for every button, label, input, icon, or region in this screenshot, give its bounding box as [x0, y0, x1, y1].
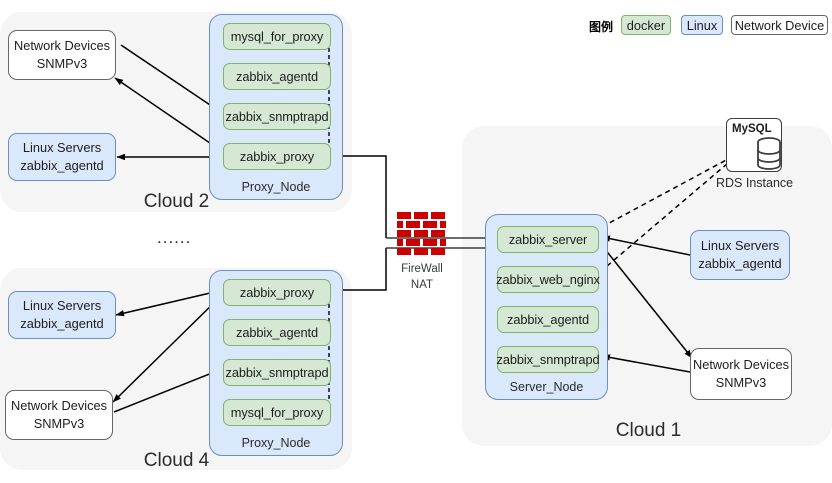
firewall-label: FireWall NAT — [362, 262, 482, 293]
endpoint-line1: Linux Servers — [22, 139, 102, 155]
firewall-label-line2: NAT — [410, 278, 434, 291]
cloud2-service-mysql-for-proxy[interactable]: mysql_for_proxy — [223, 23, 331, 50]
cloud1-service-zabbix-web-nginx[interactable]: zabbix_web_nginx — [496, 266, 600, 293]
cloud1-service-zabbix-server[interactable]: zabbix_server — [497, 226, 599, 253]
rds-instance-caption: RDS Instance — [716, 176, 794, 190]
endpoint-line2: SNMPv3 — [715, 375, 767, 390]
legend-title: 图例 — [589, 20, 614, 34]
cloud2-service-zabbix-snmptrapd[interactable]: zabbix_snmptrapd — [223, 103, 331, 130]
rds-title: MySQL — [732, 123, 772, 135]
endpoint-line2: zabbix_agentd — [698, 256, 782, 271]
legend-chip-docker[interactable]: docker — [621, 15, 671, 35]
cloud4-service-zabbix-proxy[interactable]: zabbix_proxy — [223, 279, 331, 306]
cloud4-proxy-node[interactable]: zabbix_proxy zabbix_agentd zabbix_snmptr… — [209, 270, 343, 456]
firewall-node[interactable] — [396, 211, 448, 259]
cloud2-service-zabbix-agentd[interactable]: zabbix_agentd — [223, 63, 331, 90]
firewall-label-line1: FireWall — [401, 263, 443, 275]
cloud1-service-zabbix-snmptrapd[interactable]: zabbix_snmptrapd — [497, 346, 600, 373]
endpoint-line1: Network Devices — [13, 37, 110, 53]
legend-chip-network-device[interactable]: Network Device — [731, 15, 828, 35]
cloud4-service-zabbix-snmptrapd[interactable]: zabbix_snmptrapd — [223, 359, 331, 386]
cloud2-label: Cloud 2 — [143, 191, 210, 212]
cloud4-proxy-node-label: Proxy_Node — [241, 436, 311, 450]
endpoint-line2: zabbix_agentd — [20, 316, 104, 331]
cloud2-proxy-node[interactable]: mysql_for_proxy zabbix_agentd zabbix_snm… — [209, 14, 343, 200]
database-cylinder-icon — [757, 137, 781, 170]
cloud1-server-node-label: Server_Node — [509, 380, 584, 394]
brick-wall-icon — [397, 212, 446, 255]
cloud4-endpoint-linux-servers[interactable]: Linux Servers zabbix_agentd — [8, 291, 116, 339]
clouds-ellipsis: ...... — [157, 228, 192, 247]
legend-chip-linux[interactable]: Linux — [681, 15, 723, 35]
rds-instance-icon[interactable]: MySQL — [726, 118, 782, 172]
endpoint-line2: SNMPv3 — [33, 416, 85, 431]
cloud4-service-mysql-for-proxy[interactable]: mysql_for_proxy — [223, 399, 331, 426]
cloud2-endpoint-linux-servers[interactable]: Linux Servers zabbix_agentd — [8, 133, 116, 181]
endpoint-line2: SNMPv3 — [36, 56, 88, 71]
cloud2-service-zabbix-proxy[interactable]: zabbix_proxy — [223, 143, 331, 170]
endpoint-line1: Network Devices — [10, 397, 107, 413]
cloud4-endpoint-network-devices[interactable]: Network Devices SNMPv3 — [5, 390, 113, 440]
cloud2-endpoint-network-devices[interactable]: Network Devices SNMPv3 — [8, 30, 116, 80]
endpoint-line1: Network Devices — [692, 356, 789, 372]
cloud1-label: Cloud 1 — [615, 420, 682, 441]
endpoint-line1: Linux Servers — [700, 237, 780, 253]
cloud1-service-zabbix-agentd[interactable]: zabbix_agentd — [497, 306, 599, 333]
cloud1-endpoint-network-devices[interactable]: Network Devices SNMPv3 — [690, 348, 792, 400]
endpoint-line1: Linux Servers — [22, 297, 102, 313]
cloud1-server-node[interactable]: zabbix_server zabbix_web_nginx zabbix_ag… — [485, 214, 608, 400]
cloud4-service-zabbix-agentd[interactable]: zabbix_agentd — [223, 319, 331, 346]
cloud1-endpoint-linux-servers[interactable]: Linux Servers zabbix_agentd — [690, 230, 790, 280]
cloud4-label: Cloud 4 — [143, 450, 210, 471]
endpoint-line2: zabbix_agentd — [20, 158, 104, 173]
cloud2-proxy-node-label: Proxy_Node — [241, 180, 311, 194]
